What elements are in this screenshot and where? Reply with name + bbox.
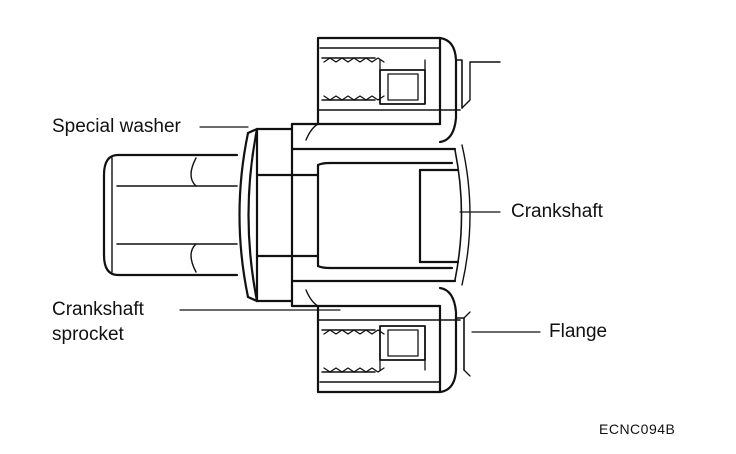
sprocket-lower-body	[290, 286, 471, 394]
sprocket-upper-body	[290, 36, 501, 144]
label-special-washer: Special washer	[52, 116, 181, 137]
label-crankshaft: Crankshaft	[511, 201, 603, 222]
bolt-head	[102, 153, 239, 277]
figure-code: ECNC094B	[599, 421, 676, 437]
label-crankshaft-sprocket-line1: Crankshaft	[52, 299, 144, 320]
label-crankshaft-sprocket-line2: sprocket	[52, 324, 124, 345]
crankshaft-nose	[316, 144, 471, 286]
special-washer	[238, 127, 294, 303]
sprocket-hub	[255, 122, 457, 308]
label-flange: Flange	[549, 321, 608, 342]
leader-lines	[179, 126, 541, 333]
